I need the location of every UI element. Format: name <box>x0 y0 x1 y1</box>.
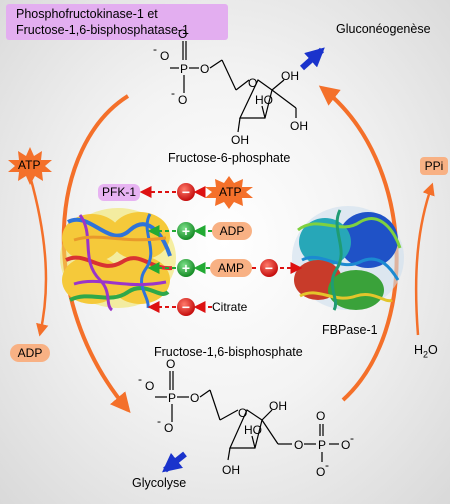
svg-text:+: + <box>182 260 190 276</box>
svg-text:P: P <box>318 438 326 452</box>
svg-text:−: − <box>182 184 190 200</box>
gluconeogenesis-label: Gluconéogenèse <box>336 22 431 36</box>
svg-text:O: O <box>316 409 325 423</box>
svg-text:OH: OH <box>269 399 287 413</box>
svg-text:O: O <box>200 62 209 76</box>
enzymes-title-line-1: Phosphofructokinase-1 et <box>16 7 158 21</box>
f16bp-structure: O - O P O - O O OH HO OH O P <box>138 357 354 479</box>
f6p-label: Fructose-6-phosphate <box>168 151 291 165</box>
svg-text:O: O <box>294 438 303 452</box>
f16bp-label: Fructose-1,6-bisphosphate <box>154 345 303 359</box>
svg-text:OH: OH <box>231 133 249 147</box>
fbpase1-structure <box>292 206 404 311</box>
water-label: H2O <box>414 343 438 360</box>
svg-text:OH: OH <box>290 119 308 133</box>
svg-text:O: O <box>178 93 187 107</box>
citrate-regulator-label: Citrate <box>212 300 248 314</box>
svg-text:-: - <box>171 86 175 100</box>
atp-burst-left <box>8 147 52 185</box>
adp-side-pill: ADP <box>10 344 50 362</box>
atp-to-adp-arrow <box>28 175 49 337</box>
ppi-side-pill: PPi <box>420 157 448 175</box>
atp-inhibit-sign: − <box>177 183 195 201</box>
svg-text:O: O <box>341 438 350 452</box>
enzymes-title-box: Phosphofructokinase-1 et Fructose-1,6-bi… <box>6 4 228 40</box>
fbpase1-label: FBPase-1 <box>322 323 378 337</box>
svg-text:P: P <box>168 391 176 405</box>
svg-text:O: O <box>178 27 187 41</box>
svg-text:HO: HO <box>244 423 262 437</box>
svg-text:−: − <box>265 260 273 276</box>
water-to-ppi-arrow <box>414 182 435 336</box>
enzymes-title-line-2: Fructose-1,6-bisphosphatase-1 <box>16 23 190 37</box>
svg-text:O: O <box>248 76 257 90</box>
svg-text:+: + <box>182 223 190 239</box>
svg-text:O: O <box>238 406 247 420</box>
adp-regulator-pill: ADP <box>212 222 252 240</box>
svg-text:O: O <box>164 421 173 435</box>
svg-text:O: O <box>316 465 325 479</box>
svg-text:-: - <box>350 431 354 445</box>
svg-text:-: - <box>138 372 142 386</box>
amp-regulator-pill: AMP <box>210 259 252 277</box>
svg-text:−: − <box>182 299 190 315</box>
atp-side-label: ATP <box>18 158 41 172</box>
svg-text:O: O <box>160 49 169 63</box>
svg-text:O: O <box>145 379 154 393</box>
atp-burst-regulator <box>205 176 253 209</box>
svg-text:-: - <box>157 414 161 428</box>
svg-text:O: O <box>166 357 175 371</box>
gluconeogenesis-exit-arrow <box>299 47 325 71</box>
svg-text:O: O <box>190 391 199 405</box>
svg-text:-: - <box>325 458 329 472</box>
svg-text:P: P <box>180 62 188 76</box>
svg-text:HO: HO <box>255 93 273 107</box>
pfk1-structure <box>60 208 176 312</box>
citrate-inhibit-sign: − <box>177 298 195 316</box>
adp-activate-sign: + <box>177 222 195 240</box>
svg-text:-: - <box>153 42 157 56</box>
glycolysis-label: Glycolyse <box>132 476 187 490</box>
glycolysis-exit-arrow <box>162 451 187 473</box>
svg-text:OH: OH <box>281 69 299 83</box>
f6p-structure: O - O P O - O O OH HO OH OH <box>153 27 308 147</box>
svg-text:OH: OH <box>222 463 240 477</box>
amp-inhibit-sign: − <box>260 259 278 277</box>
pfk1-label: PFK-1 <box>98 184 140 201</box>
amp-activate-sign: + <box>177 259 195 277</box>
atp-regulator-label: ATP <box>219 185 242 199</box>
